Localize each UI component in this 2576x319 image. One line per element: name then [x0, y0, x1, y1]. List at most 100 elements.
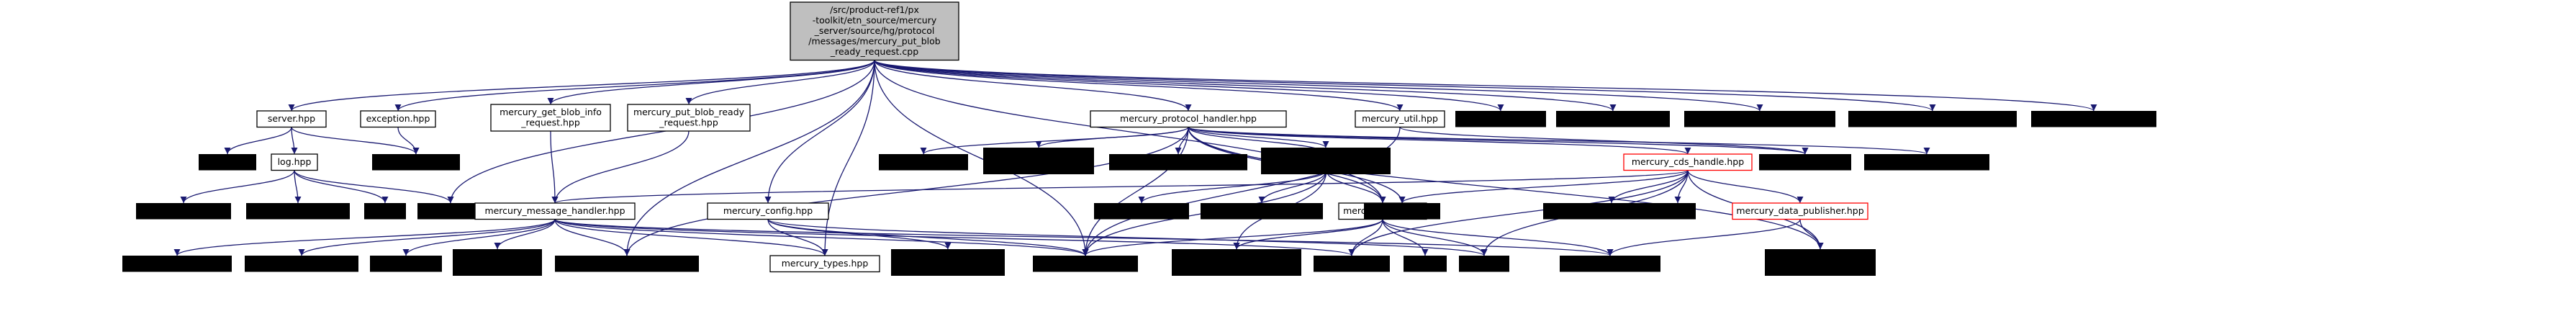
- edge-root-to-pdu: [874, 60, 1386, 204]
- node-box: [1560, 256, 1660, 272]
- node-data-publisher[interactable]: mercury_data_publisher.hpp: [1732, 202, 1868, 220]
- file-nodes: /src/product-ref1/px-toolkit/etn_source/…: [122, 1, 2156, 276]
- node-data-user: px/data/user.hpp: [879, 154, 968, 171]
- edge-server-to-inttypes: [224, 127, 292, 155]
- edge-root-to-boost-ops: [874, 59, 1936, 112]
- node-px-exception: px/exception.hpp: [372, 154, 460, 171]
- edge-log-to-lib-log: [180, 170, 295, 204]
- node-message-handler[interactable]: mercury_message_handler.hpp: [474, 202, 636, 220]
- node-label: memory: [1465, 258, 1504, 269]
- node-log[interactable]: log.hpp: [271, 153, 318, 171]
- node-exception[interactable]: exception.hpp: [360, 110, 436, 128]
- edge-cds-handle-to-message-handler: [552, 169, 1689, 204]
- node-box: [2031, 111, 2156, 127]
- node-box: [769, 255, 880, 273]
- node-label: px/proto/Mercury.hpp: [1562, 258, 1658, 269]
- node-label: _enums.hpp: [1011, 161, 1066, 171]
- node-label: mercury_message_handler.hpp: [484, 205, 625, 216]
- edge-config-to-type-string: [767, 218, 1089, 256]
- node-label: mercury_protocol_handler.hpp: [1120, 113, 1257, 124]
- node-box: [1094, 203, 1189, 220]
- node-msg-enums: px/enum/mercury_msg_enums.hpp: [1765, 249, 1876, 276]
- node-label: boost/ptr_container: [904, 251, 993, 262]
- node-protocol-handler[interactable]: mercury_protocol_handler.hpp: [1090, 110, 1287, 128]
- node-box: [246, 203, 350, 220]
- node-type-id: px/type/id.hpp: [370, 256, 442, 272]
- node-label: _handler.hpp: [1296, 161, 1355, 171]
- node-label: inttypes.h: [205, 156, 250, 167]
- node-label: mercury_data_publisher.hpp: [1736, 205, 1863, 216]
- node-box: [370, 256, 442, 272]
- edge-pdu-to-protocol-object: [1233, 219, 1383, 250]
- node-bitset: px/type/bitset.hpp: [1759, 154, 1851, 171]
- node-label: px/proto/Security.hpp: [253, 258, 350, 269]
- edge-message-handler-to-type-string: [554, 218, 1089, 256]
- node-label: /src/product-ref1/px: [830, 4, 919, 15]
- node-box: [983, 148, 1094, 174]
- node-config[interactable]: mercury_config.hpp: [707, 202, 829, 220]
- node-box: [453, 249, 542, 276]
- node-label: mercury_util.hpp: [1362, 113, 1438, 124]
- node-label: log.hpp: [278, 156, 312, 167]
- node-label: _server/source/hg/protocol: [814, 25, 935, 36]
- node-box: [1314, 256, 1390, 272]
- edge-root-to-types: [821, 60, 875, 256]
- node-label: unordered_map: [1367, 205, 1438, 216]
- node-box: [1355, 110, 1445, 128]
- edge-root-to-pcd-syslog: [447, 60, 875, 204]
- node-label: px/asio/util.hpp: [1466, 113, 1536, 124]
- node-cds-handle[interactable]: mercury_cds_handle.hpp: [1623, 153, 1753, 171]
- node-get-blob-info[interactable]: mercury_get_blob_info_request.hpp: [490, 104, 611, 132]
- edge-message-handler-to-proto-security: [298, 219, 556, 256]
- node-ptr-container: boost/ptr_container/ptr_map.hpp: [891, 249, 1005, 276]
- edge-root-to-config: [764, 60, 875, 204]
- node-label: px/exception.hpp: [377, 156, 455, 167]
- edge-data-publisher-to-msg-enums: [1799, 219, 1824, 250]
- node-label: _object.hpp: [1210, 262, 1263, 273]
- edge-root-to-exception: [394, 60, 875, 112]
- node-label: _request.hpp: [659, 117, 718, 128]
- edge-log-to-pcd-syslog: [294, 170, 454, 204]
- edge-exception-to-px-exception: [397, 127, 420, 155]
- node-put-blob-ready[interactable]: mercury_put_blob_ready_request.hpp: [627, 104, 751, 132]
- node-label: boost/thread/tss.hpp: [251, 205, 345, 216]
- node-label: px/data/user.hpp: [885, 156, 962, 167]
- edge-cds-handle-to-unordered-set: [1348, 170, 1689, 256]
- node-types[interactable]: mercury_types.hpp: [769, 255, 880, 273]
- edge-message-handler-to-types: [554, 219, 828, 256]
- node-util[interactable]: mercury_util.hpp: [1355, 110, 1445, 128]
- edge-pdu-to-unordered-set: [1348, 219, 1383, 256]
- edge-cds-handle-to-data-publisher: [1687, 170, 1804, 204]
- node-label: boost/filesystem.hpp: [1566, 113, 1660, 124]
- node-root[interactable]: /src/product-ref1/px-toolkit/etn_source/…: [790, 1, 959, 61]
- node-server[interactable]: server.hpp: [256, 110, 327, 128]
- edge-adu-to-proto-enum: [1138, 170, 1327, 204]
- edge-pdu-to-type-string: [1082, 219, 1383, 256]
- edge-root-to-protocol-handler: [874, 60, 1192, 112]
- node-memory: memory: [1459, 256, 1509, 272]
- node-enum-perm-enums: px/enum/permission_enums.hpp: [983, 148, 1094, 174]
- node-box: [1090, 110, 1287, 128]
- node-label: px/cds/request_response.hpp: [561, 258, 692, 269]
- edge-root-to-asio-util: [874, 59, 1504, 112]
- node-label: pcd_syslog.h: [422, 205, 479, 216]
- node-boost-path: boost/filesystem/path.hpp: [2031, 111, 2156, 127]
- node-unordered-set: unordered_set: [1314, 256, 1390, 272]
- edge-protocol-handler-to-cds-handle: [1188, 126, 1691, 155]
- node-label: boost/logic/tribool.hpp: [127, 258, 228, 269]
- node-label: mercury_cds_handle.hpp: [1632, 156, 1744, 167]
- dependency-edges: [173, 59, 2097, 256]
- node-box: [245, 256, 358, 272]
- edge-protocol-handler-to-enum-permission: [1188, 126, 1930, 155]
- node-box: [1765, 249, 1876, 276]
- edge-root-to-util: [874, 60, 1404, 112]
- edge-get-blob-info-to-message-handler: [550, 130, 559, 204]
- node-map: map: [1660, 203, 1696, 220]
- edge-cds-handle-to-unordered-map: [1398, 169, 1689, 204]
- node-box: [364, 203, 406, 220]
- node-label: px/enum/permission: [993, 150, 1085, 161]
- node-array: array: [364, 203, 406, 220]
- node-label: boost/asio/deadline: [453, 251, 541, 262]
- node-box: [256, 110, 327, 128]
- edge-pdu-to-proto-mercury: [1382, 219, 1614, 256]
